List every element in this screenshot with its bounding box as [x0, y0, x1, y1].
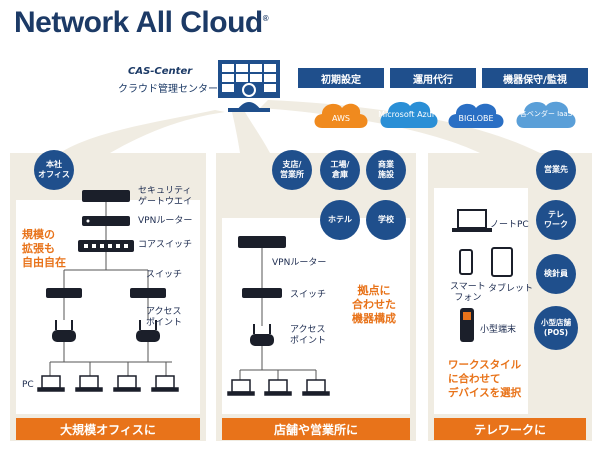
- hq-office-badge: 本社 オフィス: [34, 150, 74, 190]
- store-label-access-point: アクセス ポイント: [290, 325, 327, 346]
- large-office-network: [37, 190, 179, 392]
- store-pc-2-icon: [264, 379, 292, 396]
- smartphone-icon: [459, 249, 473, 275]
- service-operation: 運用代行: [390, 68, 476, 88]
- cloud-aws-icon: [314, 103, 368, 128]
- registered-mark: ®: [262, 14, 269, 23]
- cloud-biglobe-label: BIGLOBE: [458, 114, 494, 123]
- notebook-pc-icon: [452, 209, 492, 232]
- vpn-router-icon: [82, 216, 130, 226]
- cloud-aws-label: AWS: [331, 114, 351, 123]
- cas-center-label: クラウド管理センター: [118, 84, 218, 95]
- tablet-icon: [491, 247, 513, 277]
- store-pc-1-icon: [227, 379, 255, 396]
- store-network: [227, 236, 330, 396]
- cas-center-name: CAS-Center: [128, 66, 193, 77]
- tagline-store: 拠点に 合わせた 機器構成: [352, 284, 396, 325]
- tagline-telework: ワークスタイル に合わせて デバイスを選択: [448, 359, 522, 399]
- pc-2-icon: [75, 375, 103, 392]
- label-notebook-pc: ノートPC: [490, 220, 529, 230]
- tagline-large: 規模の 拡張も 自由自在: [22, 228, 66, 269]
- access-point-left-icon: [52, 320, 76, 342]
- label-switch: スイッチ: [146, 270, 183, 280]
- label-pc: PC: [22, 380, 34, 390]
- panel-store-inner: [222, 218, 410, 414]
- footer-telework: テレワークに: [434, 418, 586, 440]
- access-point-right-icon: [136, 320, 160, 342]
- cloud-azure-label: Microsoft Azure: [378, 110, 440, 119]
- cloud-biglobe-icon: [448, 103, 504, 128]
- service-maintenance: 機器保守/監視: [482, 68, 588, 88]
- user-meter-reader-badge: 検針員: [536, 254, 576, 294]
- pc-4-icon: [151, 375, 179, 392]
- site-hotel-badge: ホテル: [320, 200, 360, 240]
- site-commercial-badge: 商業 施設: [366, 150, 406, 190]
- footer-large-office: 大規模オフィスに: [16, 418, 200, 440]
- control-center-icon: [218, 60, 280, 112]
- handheld-terminal-icon: [460, 308, 474, 342]
- cloud-azure-icon: [380, 101, 438, 128]
- user-small-store-badge: 小型店舗 (POS): [534, 306, 578, 350]
- security-gateway-icon: [82, 190, 130, 202]
- site-branch-badge: 支店/ 営業所: [272, 150, 312, 190]
- pc-3-icon: [113, 375, 141, 392]
- label-tablet: タブレット: [488, 284, 534, 294]
- page-title: Network All Cloud®: [14, 6, 269, 39]
- store-pc-3-icon: [302, 379, 330, 396]
- user-client-visit-badge: 営業先: [536, 150, 576, 190]
- label-access-point: アクセス ポイント: [146, 307, 183, 328]
- store-label-vpn-router: VPNルーター: [272, 258, 327, 268]
- panel-telework-inner: [434, 188, 528, 414]
- label-handheld: 小型端末: [480, 325, 517, 335]
- site-school-badge: 学校: [366, 200, 406, 240]
- store-vpn-router-icon: [238, 236, 286, 248]
- switch-right-icon: [130, 288, 166, 298]
- core-switch-icon: [78, 240, 134, 252]
- service-initial-setup: 初期設定: [298, 68, 384, 88]
- store-switch-icon: [242, 288, 282, 298]
- label-smartphone: スマート フォン: [450, 282, 486, 303]
- panel-large-inner: [16, 200, 200, 414]
- switch-left-icon: [46, 288, 82, 298]
- label-security-gateway: セキュリティ ゲートウエイ: [138, 186, 193, 207]
- site-factory-badge: 工場/ 倉庫: [320, 150, 360, 190]
- label-core-switch: コアスイッチ: [138, 240, 193, 250]
- user-telework-badge: テレ ワーク: [536, 200, 576, 240]
- footer-store: 店舗や営業所に: [222, 418, 410, 440]
- cloud-vendor-iaas-label: 各ベンダー IaaS: [519, 110, 573, 118]
- pc-1-icon: [37, 375, 65, 392]
- telework-devices: [452, 209, 513, 342]
- store-label-switch: スイッチ: [290, 290, 327, 300]
- cloud-vendor-iaas-icon: [516, 101, 576, 128]
- store-access-point-icon: [250, 324, 274, 346]
- label-vpn-router: VPNルーター: [138, 216, 193, 226]
